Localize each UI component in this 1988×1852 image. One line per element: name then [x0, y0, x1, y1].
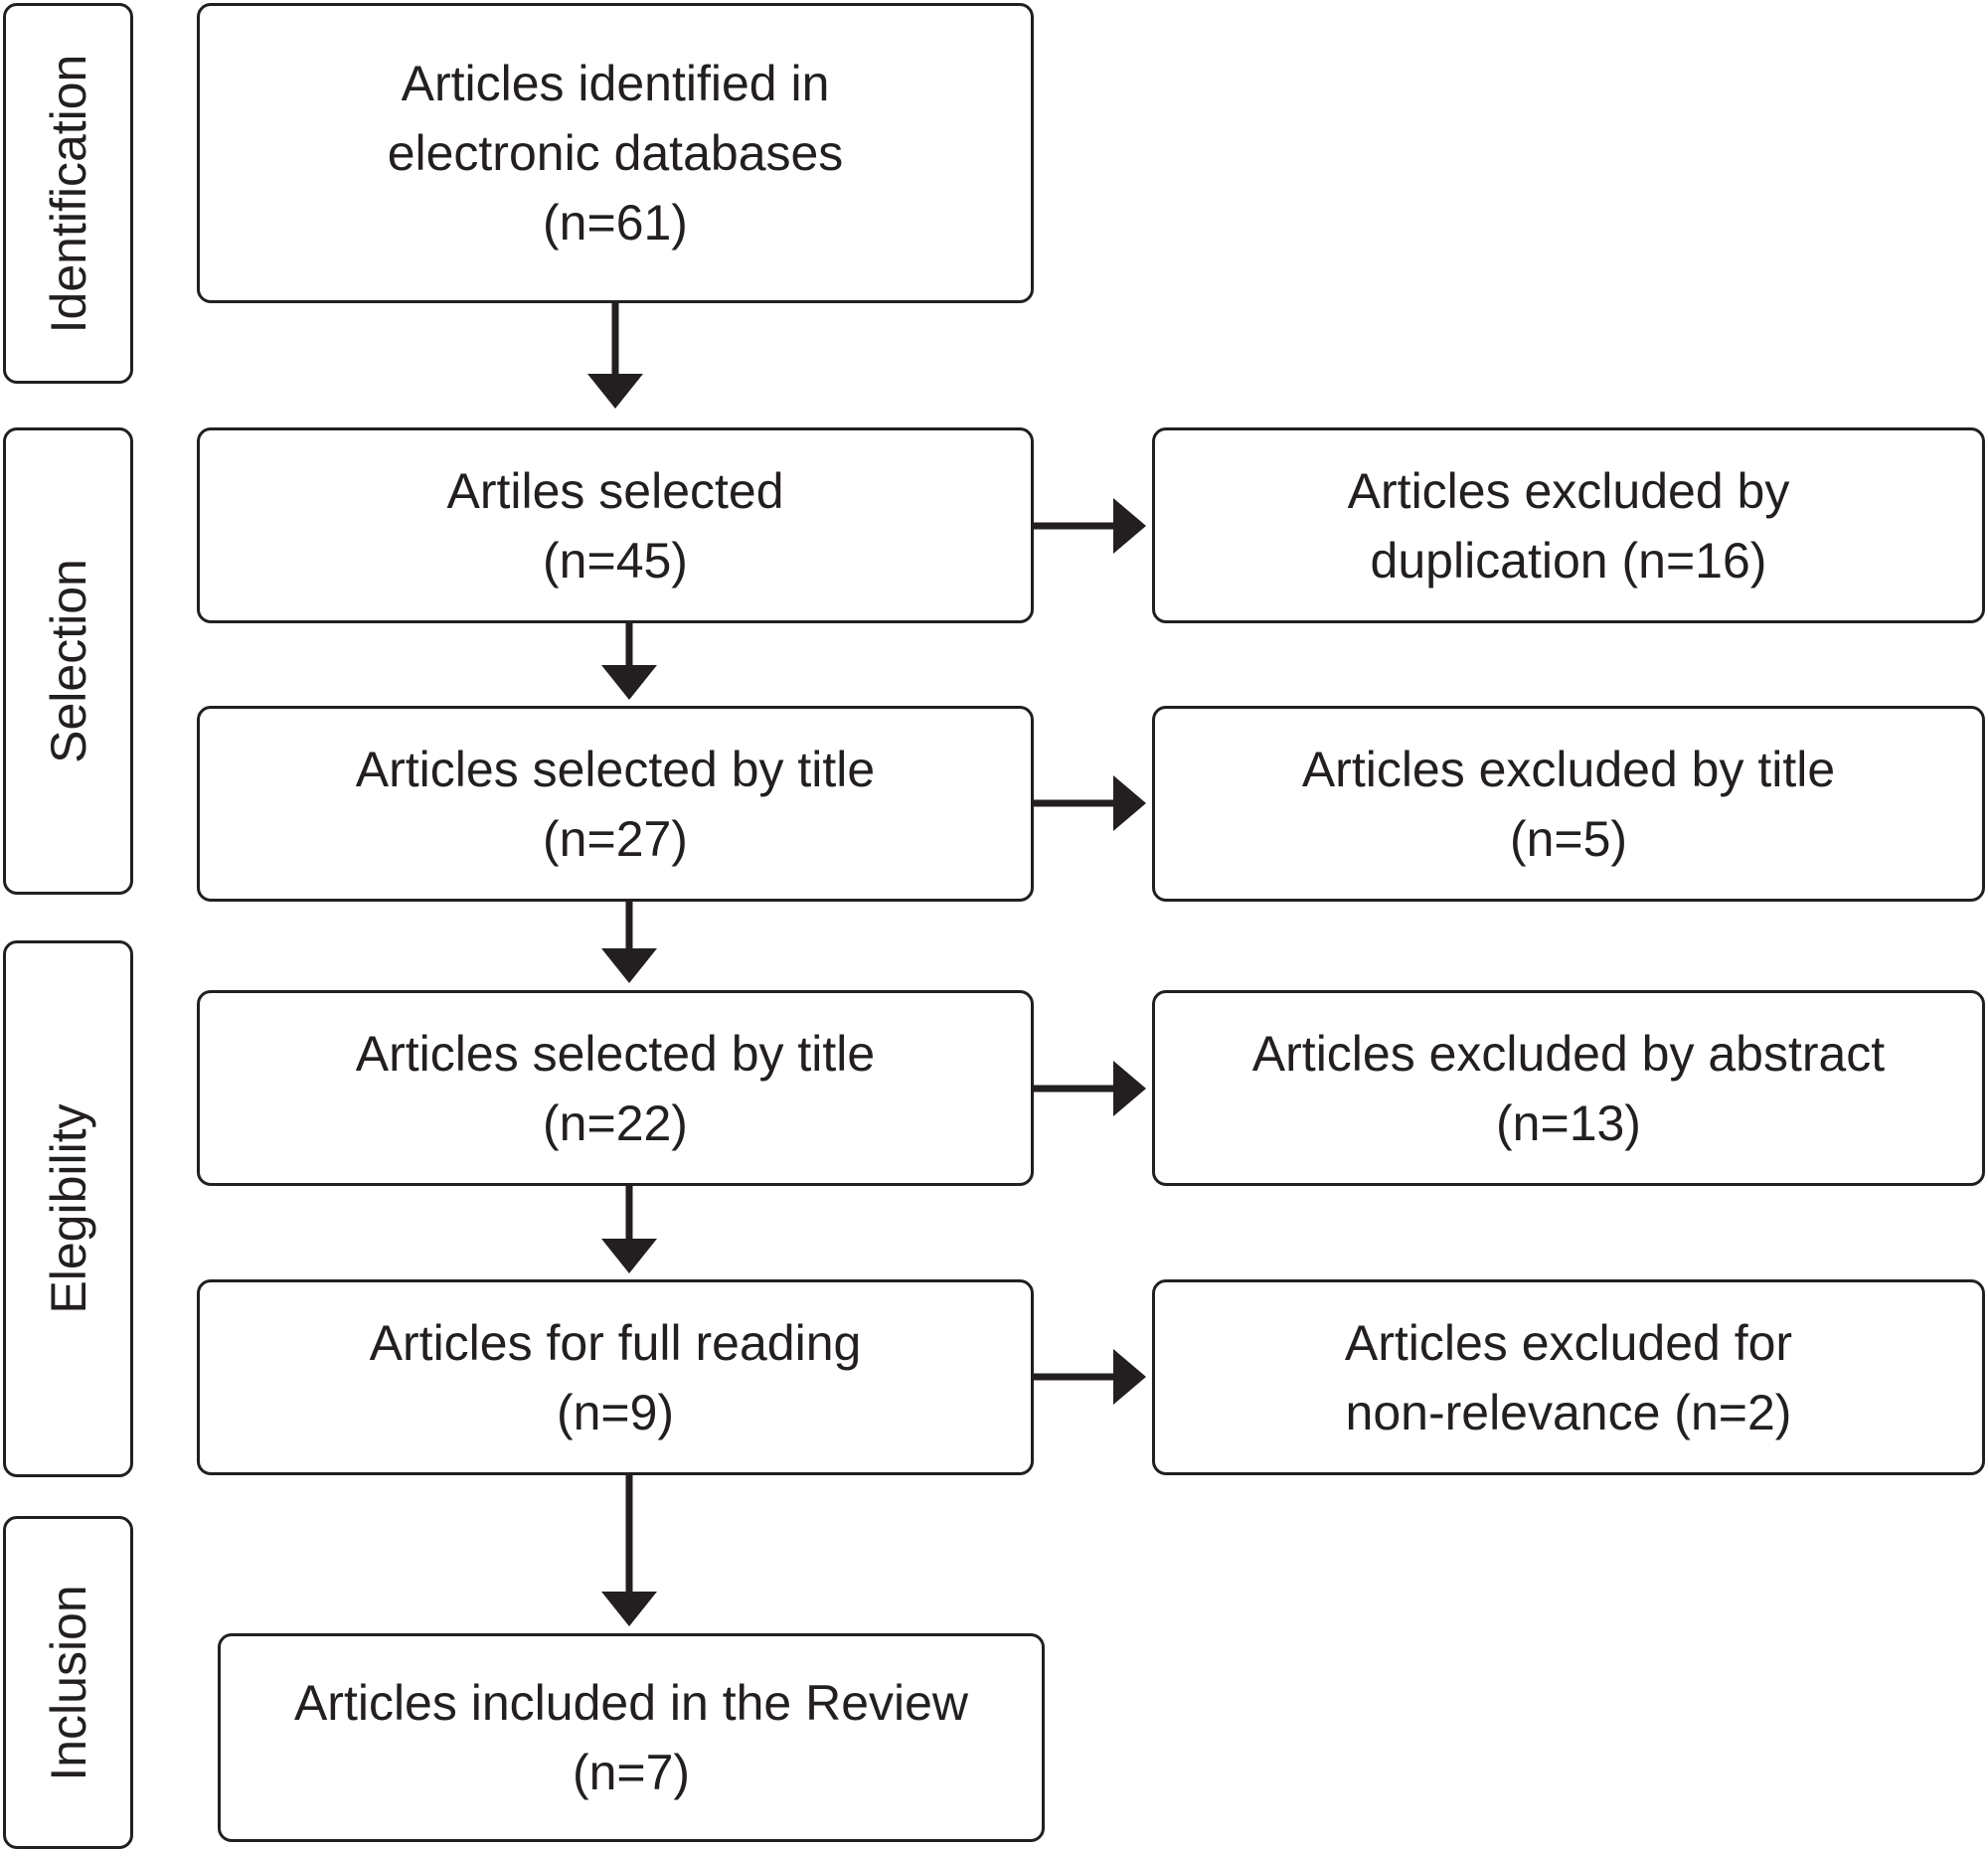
box-articles-selected-by-title: Articles selected by title (n=27): [197, 706, 1034, 902]
box-count: (n=45): [543, 532, 688, 589]
box-articles-selected-by-title-2: Articles selected by title (n=22): [197, 990, 1034, 1186]
box-text-line: Articles selected by title: [355, 741, 876, 797]
box-count: (n=9): [556, 1384, 675, 1440]
box-excluded-abstract: Articles excluded by abstract (n=13): [1152, 990, 1985, 1186]
arrow-down-3-head: [601, 948, 657, 983]
box-excluded-relevance: Articles excluded for non-relevance (n=2…: [1152, 1279, 1985, 1475]
box-text-line: Articles excluded by abstract: [1251, 1025, 1886, 1082]
box-text-line: Articles included in the Review: [293, 1675, 969, 1731]
stage-elegibility: Elegibility: [3, 940, 133, 1477]
box-count: (n=7): [572, 1745, 691, 1800]
arrow-down-1-head: [587, 374, 643, 409]
box-text-line: Articles identified in: [401, 56, 830, 111]
arrow-down-4-head: [601, 1239, 657, 1273]
box-excluded-title: Articles excluded by title (n=5): [1152, 706, 1985, 902]
box-text-line: Articles excluded for: [1344, 1314, 1793, 1371]
stage-inclusion: Inclusion: [3, 1516, 133, 1849]
box-articles-selected: Artiles selected (n=45): [197, 427, 1034, 623]
box-count: (n=27): [543, 810, 688, 867]
arrow-right-4-head: [1113, 1349, 1146, 1405]
box-text-line: Artiles selected: [446, 462, 784, 519]
box-text-line: Articles selected by title: [355, 1025, 876, 1082]
box-text-line: non-relevance (n=2): [1345, 1384, 1792, 1440]
box-text-line: Articles for full reading: [369, 1314, 862, 1371]
stage-identification: Identification: [3, 3, 133, 384]
box-text-line: electronic databases: [387, 125, 844, 181]
arrow-down-2-head: [601, 665, 657, 700]
stage-selection: Selection: [3, 427, 133, 895]
box-count: (n=13): [1496, 1094, 1641, 1151]
box-count: (n=61): [543, 195, 688, 251]
arrow-right-3-head: [1113, 1061, 1146, 1116]
box-articles-included: Articles included in the Review (n=7): [218, 1633, 1045, 1842]
box-excluded-duplication: Articles excluded by duplication (n=16): [1152, 427, 1985, 623]
box-articles-full-reading: Articles for full reading (n=9): [197, 1279, 1034, 1475]
arrow-right-2-head: [1113, 775, 1146, 831]
box-articles-identified: Articles identified in electronic databa…: [197, 3, 1034, 303]
box-text-line: Articles excluded by: [1347, 462, 1790, 519]
box-text-line: duplication (n=16): [1370, 532, 1767, 589]
arrow-right-1-head: [1113, 498, 1146, 554]
arrow-down-5-head: [601, 1592, 657, 1626]
box-count: (n=22): [543, 1094, 688, 1151]
box-count: (n=5): [1509, 810, 1628, 867]
box-text-line: Articles excluded by title: [1301, 741, 1836, 797]
